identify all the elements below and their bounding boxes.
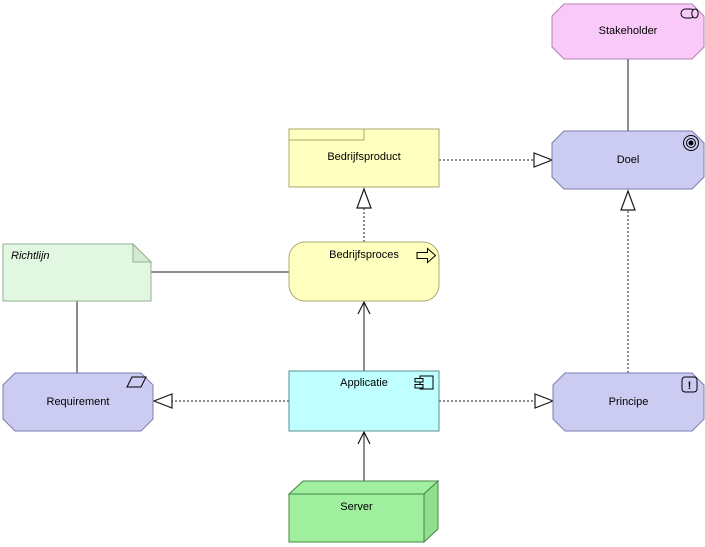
rel-bedrijfsproces-bedrijfsproduct[interactable] [356,187,372,242]
node-stakeholder[interactable] [551,3,705,60]
product-tab-icon [288,128,365,141]
node-richtlijn[interactable] [2,242,153,302]
rel-server-applicatie[interactable] [357,430,371,481]
rel-applicatie-principe[interactable] [439,393,555,409]
node-principe[interactable]: ! [552,372,705,432]
goal-icon [683,135,699,151]
svg-text:!: ! [688,380,692,392]
node-3d-box-icon [287,479,440,544]
role-icon [680,8,699,19]
node-requirement[interactable] [2,372,154,432]
principle-exclamation-icon: ! [681,376,698,393]
node-bedrijfsproduct[interactable] [288,128,440,188]
node-server[interactable] [287,479,440,544]
node-doel[interactable] [551,130,705,190]
process-arrow-icon [416,247,437,264]
component-icon [414,375,434,390]
requirement-parallelogram-icon [126,376,147,388]
node-bedrijfsproces[interactable] [288,241,440,302]
rel-bedrijfsproduct-doel[interactable] [439,152,554,168]
rel-applicatie-bedrijfsproces[interactable] [357,300,371,371]
rel-applicatie-requirement[interactable] [152,393,289,409]
node-applicatie[interactable] [288,370,440,432]
note-fold-corner [132,242,153,263]
rel-principe-doel[interactable] [620,189,636,373]
